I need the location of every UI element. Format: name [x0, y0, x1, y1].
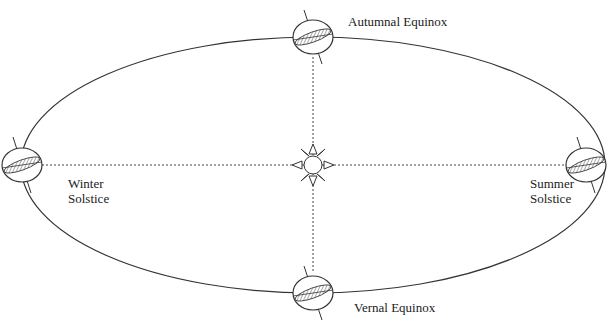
orbit-ellipse — [21, 37, 605, 293]
earth-symbol — [293, 266, 333, 320]
season-label: Vernal Equinox — [354, 300, 504, 315]
earth-symbol — [2, 137, 42, 193]
sun-symbol — [292, 144, 334, 186]
season-label: Autumnal Equinox — [348, 14, 498, 29]
season-label: Winter Solstice — [68, 176, 126, 206]
earth-symbol — [293, 10, 333, 64]
season-label: Summer Solstice — [530, 176, 588, 206]
